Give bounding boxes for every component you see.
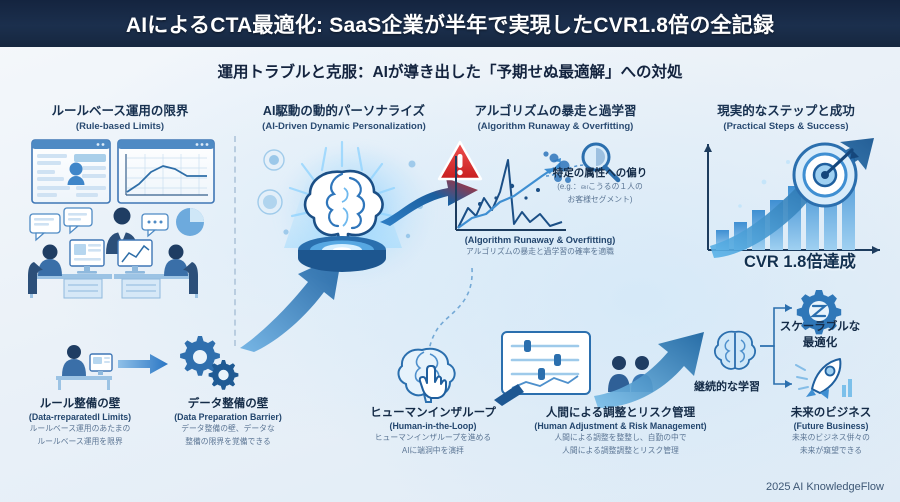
caption-sub-2: 未来が窺望できる — [799, 445, 863, 455]
caption-jp: 未来のビジネス — [790, 407, 872, 419]
caption-en: (Human-in-the-Loop) — [389, 421, 477, 431]
caption-en: (Data Preparation Barrier) — [174, 412, 282, 422]
bias-note-sub-2: お客様セグメント) — [567, 194, 633, 204]
caption-sub-2: AIに端洞中を演拝 — [402, 445, 464, 455]
bias-note-sub-1: (e.g.：னこうるの１人の — [557, 182, 643, 191]
algorithm-note-jp: アルゴリズムの暴走と過学習の確率を適職 — [466, 247, 614, 256]
dashed-connector-bias — [545, 160, 586, 180]
hand-pointer-icon — [397, 344, 464, 403]
office-dashboard-icon — [14, 136, 230, 299]
column-heading-rule-based-limits: ルールベース運用の限界 (Rule-based Limits) — [10, 100, 230, 132]
caption-human-adjustment: 人間による調整とリスク管理 (Human Adjustment & Risk M… — [513, 404, 728, 456]
column-heading-jp: AI駆動の動的パーソナライズ — [262, 104, 426, 118]
arrow-ai-to-algorithm — [378, 168, 482, 228]
caption-sub-1: 未来のビジネス併々の — [792, 433, 870, 442]
caption-sub-1: データ整備の壁、データな — [181, 424, 275, 433]
brain-hologram-icon — [257, 140, 452, 290]
subtitle: 運用トラブルと克服：AIが導き出した「予期せぬ最適解」への対処 — [217, 64, 683, 81]
rocket-icon — [795, 355, 856, 401]
caption-en: (Future Business) — [793, 421, 869, 431]
continuous-learning-label: 継続的な学習 — [694, 381, 760, 393]
scalable-opt-line-1: スケーラブルな — [779, 321, 861, 333]
caption-future-business: 未来のビジネス (Future Business) 未来のビジネス併々の 未来が… — [766, 404, 896, 456]
caption-jp: ルール整備の壁 — [39, 398, 121, 410]
bracket-connector — [760, 300, 804, 392]
column-heading-jp: アルゴリズムの暴走と過学習 — [474, 104, 637, 118]
column-heading-ai-personalization: AI駆動の動的パーソナライズ (AI-Driven Dynamic Person… — [228, 100, 460, 132]
caption-jp: データ整備の壁 — [187, 398, 269, 410]
column-heading-en: (AI-Driven Dynamic Personalization) — [262, 121, 426, 132]
bias-note-jp: 特定の属性への偏り — [552, 167, 648, 179]
gear-icon — [172, 330, 242, 392]
caption-sub-2: ルールベース運用を限界 — [37, 436, 123, 446]
caption-sub-1: ルールベース運用のあたまの — [29, 424, 131, 433]
cvr-result-label: CVR 1.8倍達成 — [744, 253, 856, 271]
arrow-hil-to-adjustment — [494, 382, 528, 408]
column-heading-practical-steps: 現実的なステップと成功 (Practical Steps & Success) — [675, 100, 897, 132]
caption-rule-wall: ルール整備の壁 (Data-rreparatedl Limits) ルールベース… — [0, 395, 160, 447]
caption-sub-2: 整備の限界を覚備できる — [185, 436, 271, 446]
caption-sub-2: 人間による調整調整とリスク管理 — [562, 445, 679, 455]
caption-jp: 人間による調整とリスク管理 — [545, 407, 696, 419]
caption-sub-1: ヒューマンインザループを進める — [374, 433, 492, 442]
header-bar: AIによるCTA最適化: SaaS企業が半年で実現したCVR1.8倍の全記録 — [0, 0, 900, 47]
annotation-scalable-optimization: スケーラブルな 最適化 — [758, 318, 882, 350]
footer-credit: 2025 AI KnowledgeFlow — [765, 481, 884, 493]
desk-worker-icon — [52, 340, 116, 390]
column-heading-en: (Rule-based Limits) — [75, 121, 165, 132]
scalable-opt-line-2: 最適化 — [802, 337, 838, 349]
arrow-rule-to-data — [118, 352, 168, 376]
caption-human-in-loop: ヒューマンインザループ (Human-in-the-Loop) ヒューマンインザ… — [348, 404, 518, 456]
target-icon — [790, 140, 860, 210]
column-heading-en: (Algorithm Runaway & Overfitting) — [477, 121, 634, 132]
annotation-bias-note: 特定の属性への偏り (e.g.：னこうるの１人の お客様セグメント) — [530, 165, 670, 205]
annotation-algorithm-note: (Algorithm Runaway & Overfitting) アルゴリズム… — [430, 234, 650, 258]
magnifier-icon — [578, 140, 622, 184]
brain-icon — [712, 330, 758, 372]
page-title: AIによるCTA最適化: SaaS企業が半年で実現したCVR1.8倍の全記録 — [125, 13, 775, 37]
column-heading-algorithm-runaway: アルゴリズムの暴走と過学習 (Algorithm Runaway & Overf… — [443, 100, 668, 132]
column-heading-jp: ルールベース運用の限界 — [51, 104, 189, 118]
overfitting-chart — [450, 151, 571, 242]
caption-data-wall: データ整備の壁 (Data Preparation Barrier) データ整備… — [148, 395, 308, 447]
column-heading-jp: 現実的なステップと成功 — [717, 104, 855, 118]
column-divider — [234, 136, 236, 346]
caption-en: (Data-rreparatedl Limits) — [28, 412, 132, 422]
caption-sub-1: 人間による調整を整整し、自勤の中で — [554, 433, 687, 442]
warning-triangle-icon — [437, 140, 483, 182]
column-heading-en: (Practical Steps & Success) — [723, 121, 849, 132]
gear-icon — [796, 288, 842, 335]
caption-en: (Human Adjustment & Risk Management) — [534, 421, 707, 431]
algorithm-note-en: (Algorithm Runaway & Overfitting) — [464, 235, 616, 245]
caption-jp: ヒューマンインザループ — [370, 407, 496, 419]
arrow-adjustment-to-success — [594, 330, 714, 410]
sliders-panel-icon — [500, 330, 592, 400]
